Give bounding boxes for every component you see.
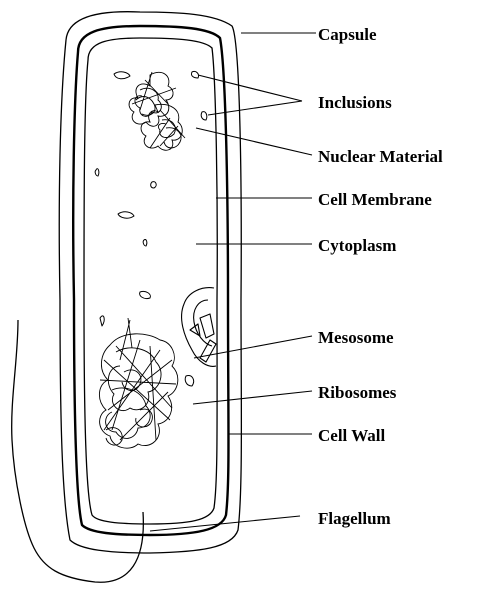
nuclear-material-leader <box>196 128 312 155</box>
nuclear-material-upper <box>129 72 185 150</box>
label-cell-wall: Cell Wall <box>318 426 385 445</box>
label-inclusions: Inclusions <box>318 93 392 112</box>
nuclear-material-lower <box>99 318 177 448</box>
inclusions-leader-2 <box>208 101 302 115</box>
mesosome-leader <box>194 336 312 358</box>
cell-wall-outline <box>73 26 228 535</box>
label-cytoplasm: Cytoplasm <box>318 236 396 255</box>
flagellum <box>12 320 144 582</box>
leader-lines <box>150 33 316 531</box>
label-mesosome: Mesosome <box>318 328 394 347</box>
label-flagellum: Flagellum <box>318 509 391 528</box>
label-cell-membrane: Cell Membrane <box>318 190 432 209</box>
inclusions <box>95 71 207 386</box>
label-capsule: Capsule <box>318 25 377 44</box>
inclusions-leader-1 <box>198 75 302 101</box>
label-ribosomes: Ribosomes <box>318 383 397 402</box>
ribosomes-leader <box>193 391 312 404</box>
label-nuclear-material: Nuclear Material <box>318 147 443 166</box>
cell-membrane-outline <box>84 38 217 524</box>
